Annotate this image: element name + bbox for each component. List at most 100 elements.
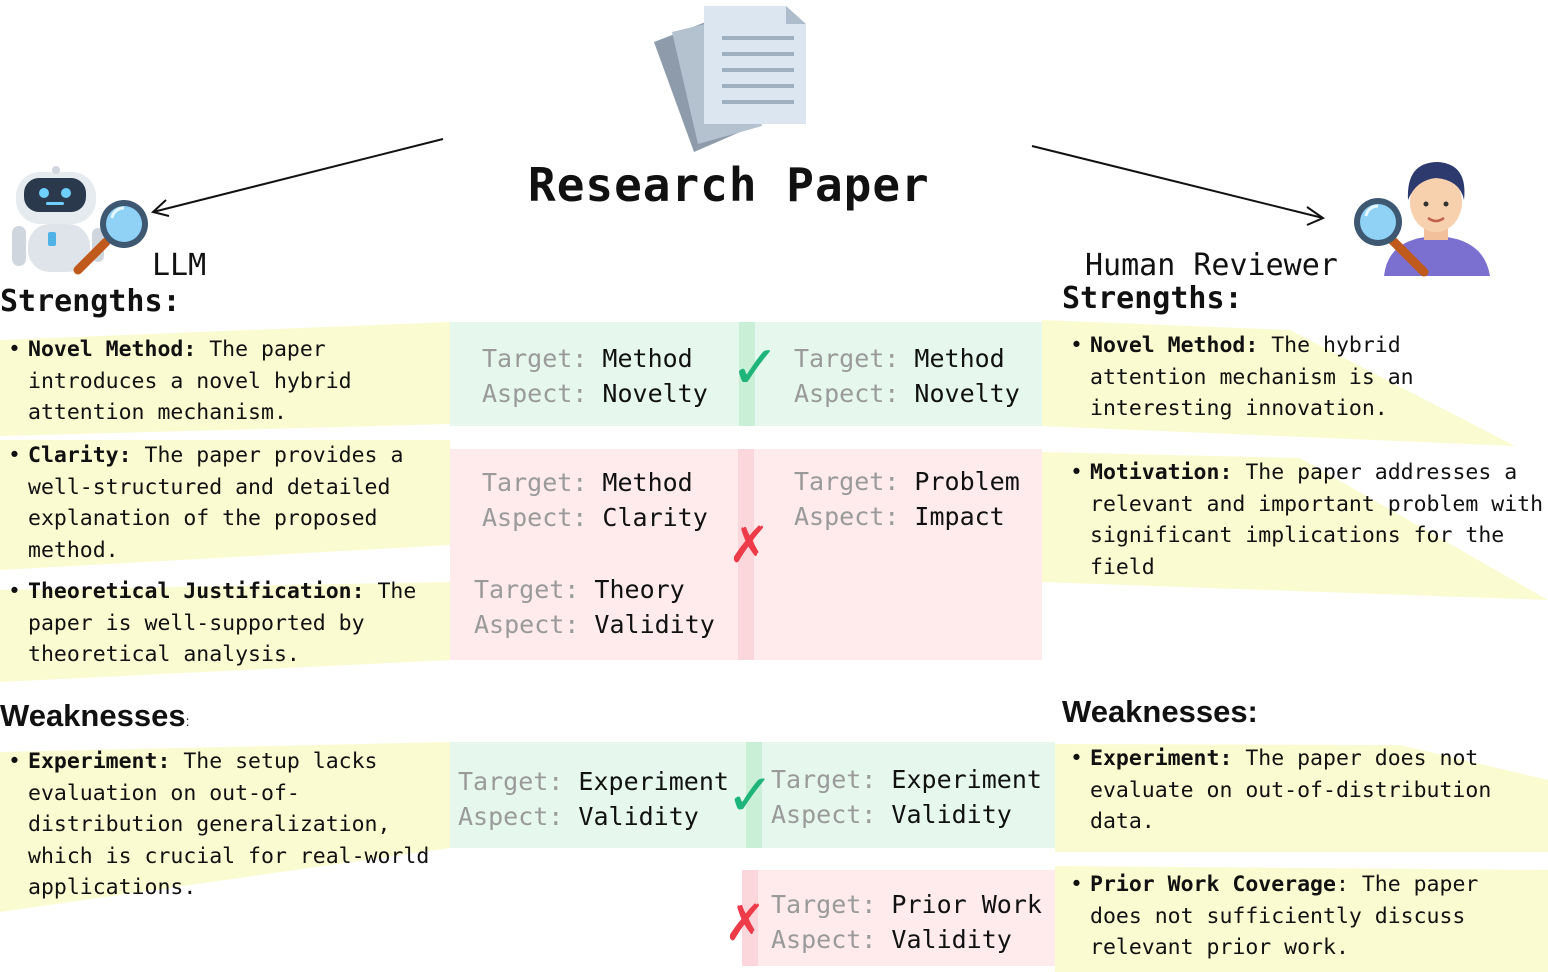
paper-stack-icon: [654, 6, 806, 152]
llm-strengths-heading: Strengths:: [0, 284, 181, 319]
list-item: • Experiment: The paper does not evaluate…: [1070, 743, 1540, 838]
target-aspect-pair: Target: Method Aspect: Novelty: [794, 342, 1020, 411]
list-item: •Motivation: The paper addresses a relev…: [1070, 457, 1546, 583]
aspect-value: Validity: [891, 924, 1012, 954]
highlight-llm-w1: [0, 742, 450, 912]
aspect-key: Aspect:: [771, 799, 877, 829]
target-value: Experiment: [891, 765, 1042, 794]
target-key: Target:: [771, 765, 877, 794]
bullet: •: [1070, 746, 1083, 771]
target-value: Theory: [594, 575, 685, 604]
highlight-hum-s1: [1042, 320, 1515, 446]
highlight-llm-s2: [0, 440, 450, 570]
item-head: Experiment:: [28, 749, 171, 774]
aspect-key: Aspect:: [794, 501, 900, 531]
item-text: The paper provides a well-structured and…: [28, 443, 404, 563]
item-text: : The paper does not sufficiently discus…: [1090, 872, 1479, 961]
target-aspect-pair: Target: Experiment Aspect: Validity: [771, 763, 1042, 832]
arrow-left-icon: [150, 138, 444, 217]
aspect-value: Clarity: [602, 502, 708, 532]
highlight-hum-s2: [1042, 452, 1548, 600]
target-key: Target:: [794, 467, 900, 496]
target-aspect-pair: Target: Theory Aspect: Validity: [474, 573, 715, 642]
target-aspect-pair: Target: Prior Work Aspect: Validity: [771, 888, 1042, 957]
list-item: • Experiment: The setup lacks evaluation …: [8, 746, 438, 904]
target-key: Target:: [482, 344, 588, 373]
highlight-llm-s3: [0, 582, 450, 682]
target-key: Target:: [458, 767, 564, 796]
cross-icon: ✗: [728, 516, 770, 574]
item-text: The setup lacks evaluation on out-of-dis…: [28, 749, 430, 901]
item-head: Theoretical Justification:: [28, 579, 365, 604]
item-text: The hybrid attention mechanism is an int…: [1090, 333, 1414, 422]
mismatch-divider: [742, 870, 758, 966]
highlight-hum-w1: [1055, 744, 1548, 852]
item-head: Clarity:: [28, 443, 132, 468]
bullet: •: [1070, 333, 1083, 358]
target-aspect-pair: Target: Method Aspect: Clarity: [482, 466, 708, 535]
aspect-value: Validity: [891, 799, 1012, 829]
highlight-hum-w2: [1055, 866, 1548, 972]
match-divider: [746, 742, 762, 848]
target-aspect-pair: Target: Problem Aspect: Impact: [794, 465, 1020, 534]
item-text: The paper addresses a relevant and impor…: [1090, 460, 1544, 580]
target-value: Prior Work: [891, 890, 1042, 919]
person-icon: [1384, 162, 1490, 276]
item-text: The paper does not evaluate on out-of-di…: [1090, 746, 1492, 835]
aspect-key: Aspect:: [482, 502, 588, 532]
aspect-key: Aspect:: [794, 378, 900, 408]
target-aspect-pair: Target: Method Aspect: Novelty: [482, 342, 708, 411]
item-head: Experiment:: [1090, 746, 1233, 771]
match-divider: [739, 322, 755, 426]
list-item: • Theoretical Justification: The paper is…: [8, 576, 448, 671]
check-icon: ✓: [730, 333, 781, 403]
arrow-right-icon: [1031, 145, 1326, 226]
llm-label: LLM: [152, 248, 207, 283]
aspect-key: Aspect:: [458, 801, 564, 831]
item-head: Novel Method:: [1090, 333, 1259, 358]
list-item: • Novel Method: The hybrid attention mech…: [1070, 330, 1470, 425]
human-reviewer-label: Human Reviewer: [1085, 248, 1338, 283]
llm-weaknesses-heading: Weaknesses:: [0, 698, 189, 734]
magnifier-icon: [1354, 198, 1429, 277]
human-strengths-heading: Strengths:: [1062, 281, 1243, 316]
llm-weaknesses-colon: :: [185, 713, 190, 729]
bullet: •: [8, 579, 21, 604]
list-item: •Novel Method: The paper introduces a no…: [8, 334, 448, 429]
item-head: Novel Method:: [28, 337, 197, 362]
target-aspect-pair: Target: Experiment Aspect: Validity: [458, 765, 729, 834]
target-value: Problem: [914, 467, 1020, 496]
list-item: • Clarity: The paper provides a well-stru…: [8, 440, 448, 566]
bullet: •: [8, 749, 21, 774]
aspect-value: Novelty: [602, 378, 708, 408]
target-key: Target:: [482, 468, 588, 497]
check-icon: ✓: [726, 761, 775, 829]
bullet: •: [8, 443, 21, 468]
aspect-value: Impact: [914, 501, 1005, 531]
target-value: Experiment: [578, 767, 729, 796]
aspect-value: Validity: [594, 609, 715, 639]
target-value: Method: [914, 344, 1005, 373]
aspect-key: Aspect:: [771, 924, 877, 954]
target-key: Target:: [771, 890, 877, 919]
aspect-key: Aspect:: [474, 609, 580, 639]
cross-icon: ✗: [724, 894, 766, 952]
page-title: Research Paper: [528, 158, 930, 212]
aspect-value: Validity: [578, 801, 699, 831]
target-value: Method: [602, 468, 693, 497]
item-text: The paper is well-supported by theoretic…: [28, 579, 417, 668]
aspect-key: Aspect:: [482, 378, 588, 408]
mismatch-box-weakness-2: [742, 870, 1055, 966]
item-head: Prior Work Coverage: [1090, 872, 1336, 897]
llm-weaknesses-label: Weaknesses: [0, 698, 186, 733]
robot-icon: [12, 166, 104, 272]
item-text: The paper introduces a novel hybrid atte…: [28, 337, 352, 426]
highlight-llm-s1: [0, 322, 450, 436]
target-value: Method: [602, 344, 693, 373]
mismatch-divider: [738, 449, 754, 660]
target-key: Target:: [794, 344, 900, 373]
target-key: Target:: [474, 575, 580, 604]
human-weaknesses-heading: Weaknesses:: [1062, 694, 1258, 729]
